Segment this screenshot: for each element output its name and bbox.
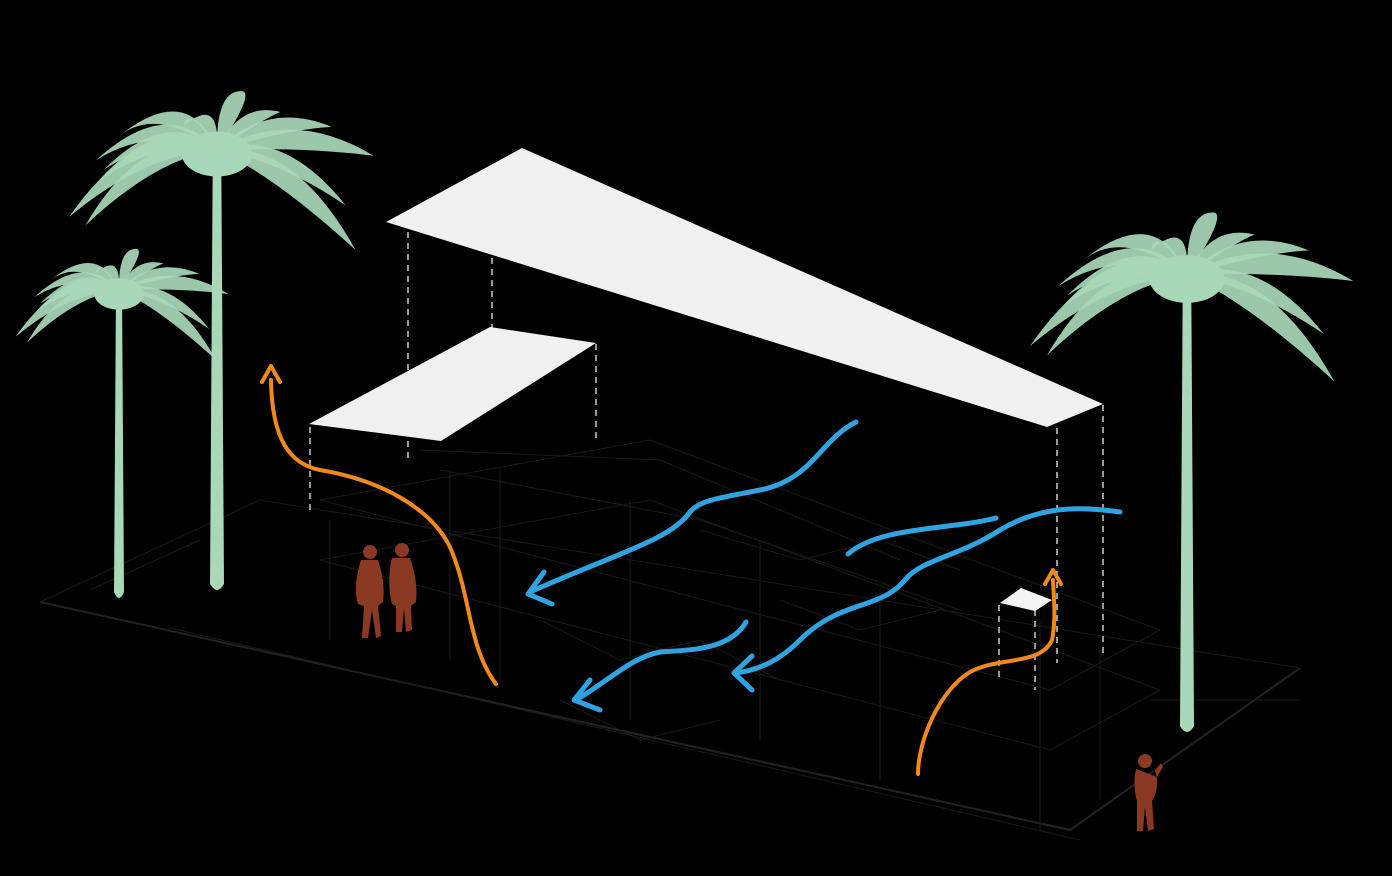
palm-frond (119, 275, 229, 294)
palm-crown (94, 278, 144, 310)
palm-crown (181, 131, 253, 177)
palm-frond (217, 129, 374, 156)
palm-frond (95, 265, 120, 290)
person-silhouette-icon (389, 543, 417, 632)
airflow-arrow-upper (527, 419, 859, 595)
people-silhouettes (355, 543, 1163, 831)
airflow-arrow-head-upper (525, 569, 555, 607)
hot-air-arrow-left (269, 378, 498, 686)
palm-trees (15, 91, 1354, 732)
palm-crown (1149, 255, 1225, 303)
person-silhouette-icon (355, 545, 384, 638)
palm-trunk (114, 290, 124, 598)
palm-frond (1187, 253, 1354, 282)
palm-trunk (1180, 275, 1194, 732)
palm-trunk (210, 150, 224, 590)
palm-tree-icon (1030, 212, 1354, 732)
building-structure (39, 439, 1301, 841)
airflow-arrow-head-middle (731, 653, 755, 693)
palm-frond (183, 114, 218, 150)
palm-frond (217, 149, 356, 250)
hot-air-arrows (260, 364, 1063, 776)
airflow-arrow-lower (573, 619, 749, 703)
airflow-arrows (525, 419, 1123, 713)
palm-frond (26, 286, 119, 343)
palm-frond (40, 277, 119, 304)
lower-roof (309, 327, 596, 441)
main-roof (386, 148, 1103, 427)
small-canopy (1000, 588, 1052, 611)
palm-frond (1187, 232, 1255, 275)
palm-frond (1082, 234, 1187, 275)
airflow-arrow-middle (732, 506, 1123, 676)
hot-air-arrow-right (916, 578, 1057, 776)
person-silhouette-icon (1134, 754, 1163, 831)
palm-frond (1187, 274, 1335, 382)
hot-air-arrow-head-left (260, 364, 282, 384)
palm-frond (119, 289, 216, 360)
palm-frond (1047, 269, 1187, 356)
palm-frond (1151, 237, 1188, 275)
palm-frond (119, 262, 164, 290)
palm-frond (85, 145, 218, 226)
palm-tree-icon (15, 248, 229, 598)
hot-air-arrow-head-right (1043, 568, 1063, 586)
palm-frond (50, 263, 119, 290)
roof-planes (309, 148, 1103, 611)
palm-frond (217, 110, 281, 150)
airflow-arrow-head-lower (571, 677, 603, 713)
palm-frond (118, 111, 217, 150)
palm-tree-icon (69, 91, 374, 590)
